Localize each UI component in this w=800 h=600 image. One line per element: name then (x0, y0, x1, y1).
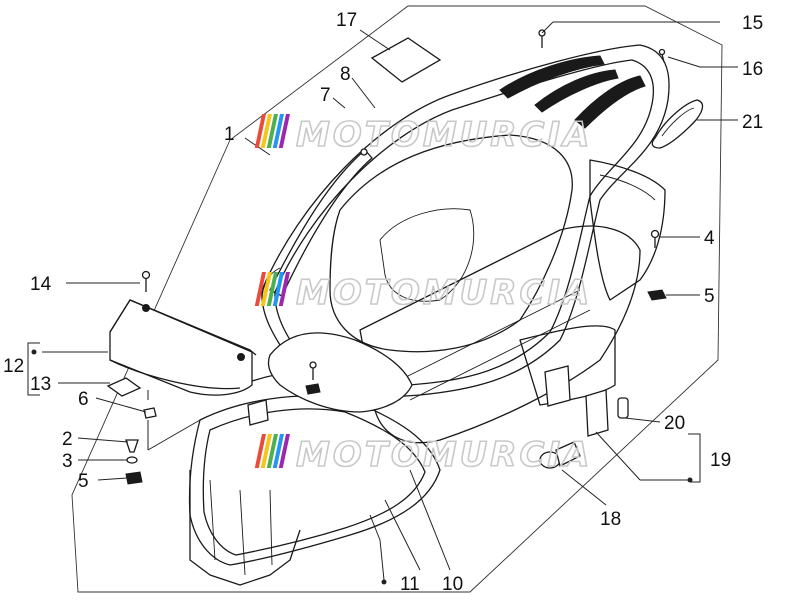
group-boundary (71, 5, 723, 593)
part-labels: 17 15 8 16 7 21 1 4 14 5 12 13 6 2 3 5 2… (3, 10, 763, 595)
part-13-pad (106, 377, 142, 397)
label-10: 10 (442, 574, 463, 595)
part-10-mat (267, 332, 413, 413)
watermark-text-top: MOTOMURCIA (296, 115, 592, 155)
part-12-glove-box (109, 299, 257, 396)
label-13: 13 (30, 374, 51, 395)
label-3: 3 (62, 451, 73, 472)
label-14: 14 (30, 274, 52, 295)
label-1: 1 (224, 124, 235, 145)
body-frame (188, 44, 670, 586)
label-2: 2 (62, 429, 73, 450)
watermark-text-middle: MOTOMURCIA (296, 273, 592, 313)
label-18: 18 (600, 509, 621, 530)
label-17: 17 (336, 10, 357, 31)
leader-lines (27, 21, 738, 585)
part-21-grille (651, 99, 704, 149)
label-5-right: 5 (704, 286, 715, 307)
label-16: 16 (742, 59, 763, 80)
label-12: 12 (3, 356, 24, 377)
label-11: 11 (400, 574, 420, 595)
label-20: 20 (664, 413, 685, 434)
label-8: 8 (340, 64, 351, 85)
label-7: 7 (320, 85, 331, 106)
label-5-left: 5 (78, 471, 89, 492)
fasteners (125, 29, 667, 485)
watermark-text-bottom: MOTOMURCIA (296, 435, 592, 475)
label-4: 4 (704, 228, 715, 249)
watermark: MOTOMURCIA MOTOMURCIA MOTOMURCIA (254, 114, 592, 476)
label-6: 6 (78, 389, 89, 410)
label-21: 21 (742, 112, 763, 133)
label-15: 15 (742, 13, 763, 34)
label-19: 19 (710, 450, 731, 471)
